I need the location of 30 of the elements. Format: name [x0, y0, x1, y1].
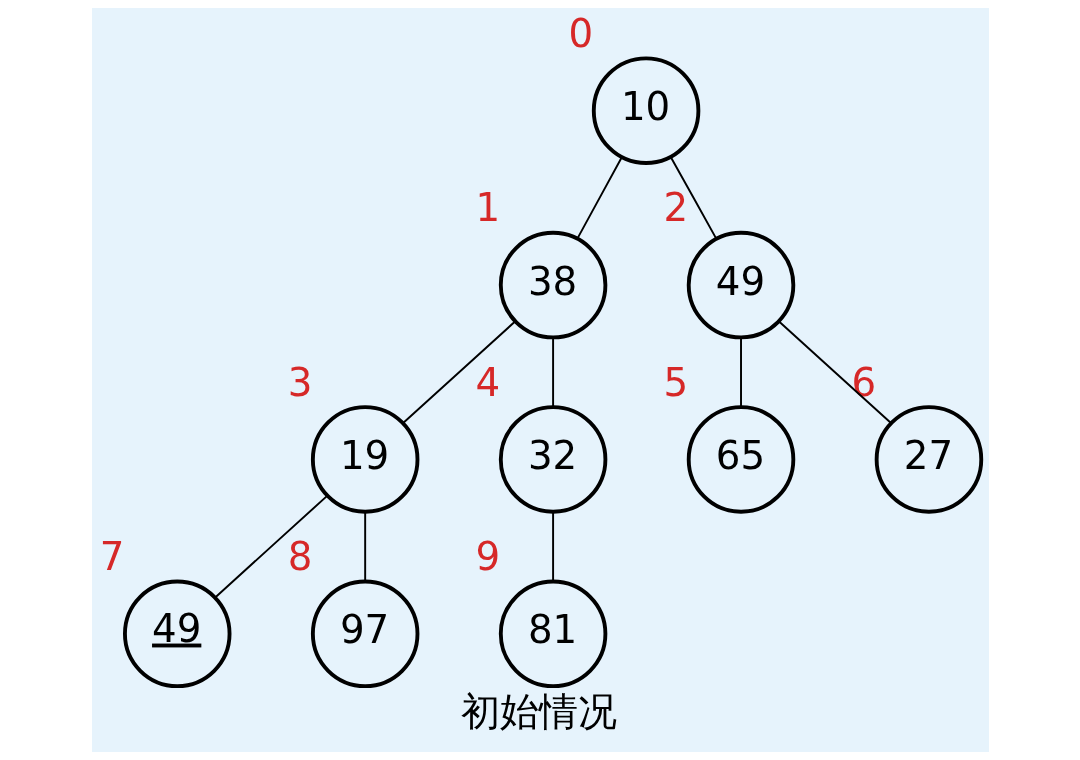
node-label: 4	[475, 359, 500, 405]
node-label: 3	[287, 359, 312, 405]
node-circle: 49	[122, 579, 231, 689]
node-circle: 81	[498, 579, 607, 689]
node-label: 6	[850, 359, 876, 405]
node-label: 5	[663, 359, 688, 405]
connector	[363, 511, 366, 583]
node-circle: 49	[686, 230, 795, 340]
node-label: 1	[475, 185, 500, 231]
node-circle: 10	[591, 56, 700, 165]
node-label: 9	[475, 533, 500, 579]
node-label: 8	[287, 533, 312, 579]
connector	[213, 494, 328, 599]
node-circle: 27	[874, 405, 983, 514]
connector	[777, 320, 892, 425]
caption: 初始情况	[460, 688, 617, 734]
connector	[575, 156, 623, 240]
connector	[551, 337, 554, 408]
node-circle: 97	[310, 579, 419, 689]
connector	[669, 156, 717, 240]
node-circle: 38	[498, 230, 607, 340]
node-circle: 65	[686, 405, 795, 514]
node-label: 2	[663, 185, 688, 231]
node-label: 0	[568, 10, 593, 56]
node-label: 7	[99, 533, 124, 579]
node-circle: 32	[498, 405, 607, 514]
node-circle: 19	[310, 405, 419, 514]
connector	[739, 337, 742, 408]
connector	[401, 320, 516, 425]
connector	[551, 511, 554, 583]
